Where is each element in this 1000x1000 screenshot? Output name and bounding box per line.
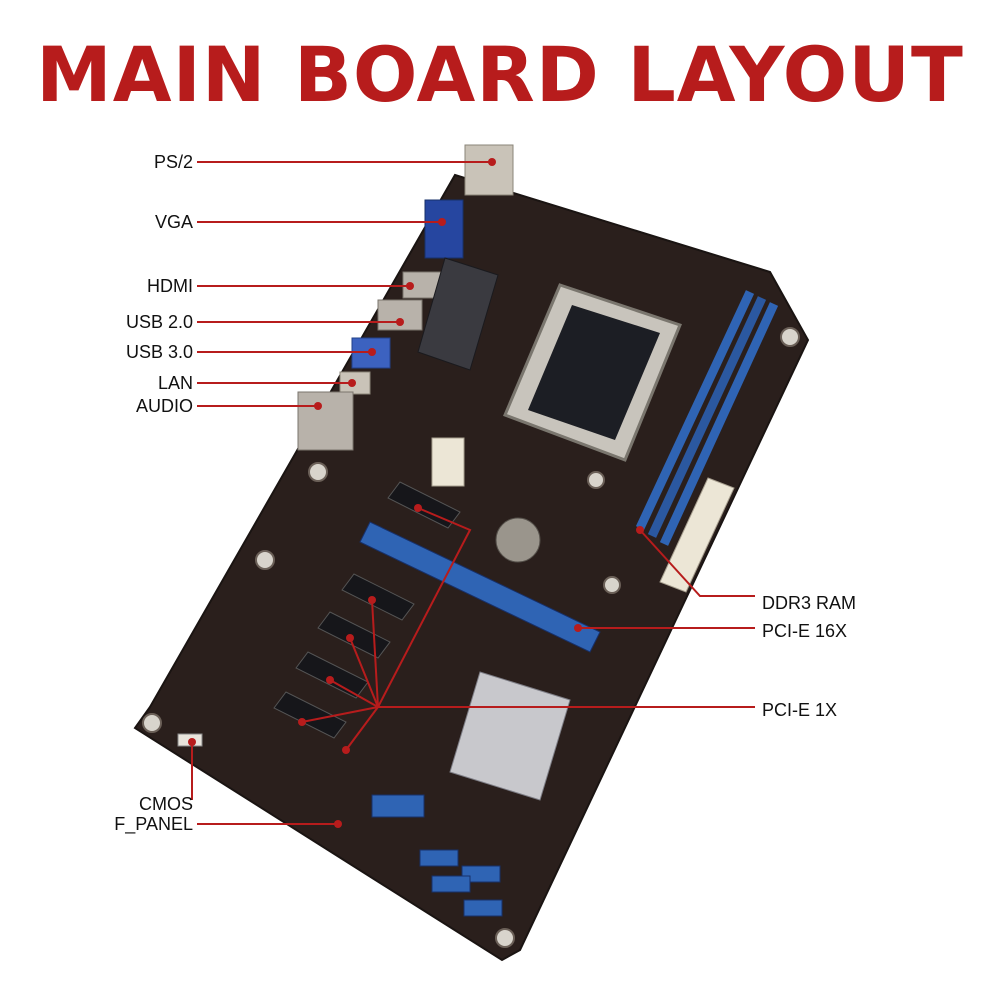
sata-ports bbox=[419, 849, 503, 917]
cpu-power-connector bbox=[431, 437, 465, 487]
label-audio: AUDIO bbox=[135, 396, 193, 416]
usb3-header bbox=[371, 794, 425, 818]
label-hdmi: HDMI bbox=[147, 276, 193, 296]
atx-power-connector bbox=[659, 477, 735, 593]
chipset-heatsink bbox=[449, 671, 571, 801]
ram-slots bbox=[635, 290, 779, 546]
label-usb3: USB 3.0 bbox=[125, 342, 193, 362]
label-ddr3-ram: DDR3 RAM bbox=[762, 593, 857, 613]
label-pcie-16x: PCI-E 16X bbox=[762, 621, 848, 641]
page-title: MAIN BOARD LAYOUT bbox=[36, 30, 964, 119]
label-f-panel: F_PANEL bbox=[114, 814, 193, 834]
vrm-heatsink bbox=[417, 257, 499, 371]
label-pcie-1x: PCI-E 1X bbox=[762, 700, 838, 720]
label-ps2: PS/2 bbox=[153, 152, 193, 172]
leader-line-dots bbox=[188, 158, 644, 828]
label-usb2: USB 2.0 bbox=[125, 312, 193, 332]
cpu-socket bbox=[503, 283, 682, 462]
pcie-1x-slots bbox=[273, 481, 461, 739]
label-vga: VGA bbox=[154, 212, 193, 232]
leader-lines bbox=[191, 161, 755, 825]
label-lan: LAN bbox=[157, 373, 193, 393]
mounting-holes bbox=[142, 327, 800, 948]
pcie-16x-slot bbox=[359, 521, 601, 653]
label-cmos: CMOS bbox=[139, 794, 193, 814]
cmos-battery bbox=[495, 517, 541, 563]
